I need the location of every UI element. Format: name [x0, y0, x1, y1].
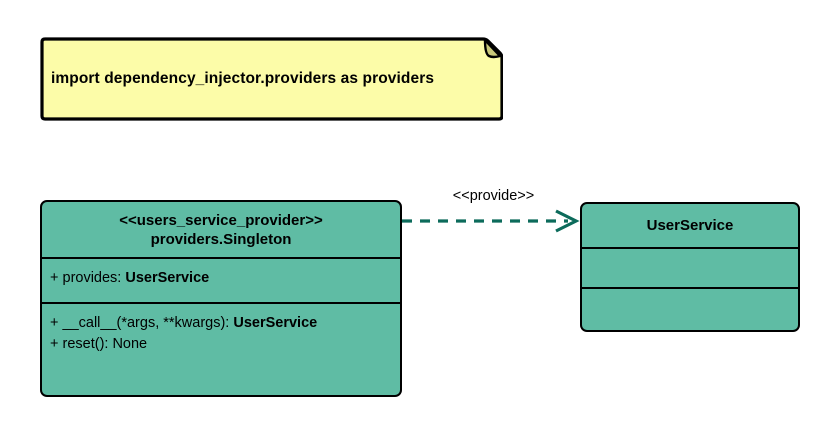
note-shape	[40, 37, 503, 121]
connector-label: <<provide>>	[452, 188, 535, 204]
attribute-type: UserService	[125, 270, 210, 286]
operation-label: reset(): None	[62, 336, 148, 352]
class-attributes-compartment	[582, 247, 798, 287]
class-stereotype: <<users_service_provider>>	[119, 211, 323, 229]
operation-type: UserService	[233, 315, 318, 331]
class-box-users-service-provider[interactable]: <<users_service_provider>> providers.Sin…	[40, 200, 402, 397]
note-import-statement[interactable]: import dependency_injector.providers as …	[39, 36, 503, 122]
operation-row: + reset(): None	[50, 334, 400, 355]
attribute-visibility: +	[50, 270, 59, 286]
class-box-user-service[interactable]: UserService	[580, 202, 800, 332]
class-name: providers.Singleton	[150, 230, 292, 248]
class-operations-compartment	[582, 287, 798, 328]
class-title-compartment: <<users_service_provider>> providers.Sin…	[42, 202, 400, 257]
connector-arrowhead-icon	[555, 209, 580, 233]
class-attributes-compartment: + provides: UserService	[42, 257, 400, 302]
class-name: UserService	[646, 217, 734, 234]
operation-row: + __call__(*args, **kwargs): UserService	[50, 313, 400, 334]
class-operations-compartment: + __call__(*args, **kwargs): UserService…	[42, 302, 400, 391]
note-text: import dependency_injector.providers as …	[51, 70, 435, 87]
operation-visibility: +	[50, 315, 59, 331]
attribute-label: provides:	[62, 270, 126, 286]
attribute-row: + provides: UserService	[50, 268, 400, 289]
operation-label: __call__(*args, **kwargs):	[62, 315, 234, 331]
class-title-compartment: UserService	[582, 204, 798, 247]
operation-visibility: +	[50, 336, 59, 352]
